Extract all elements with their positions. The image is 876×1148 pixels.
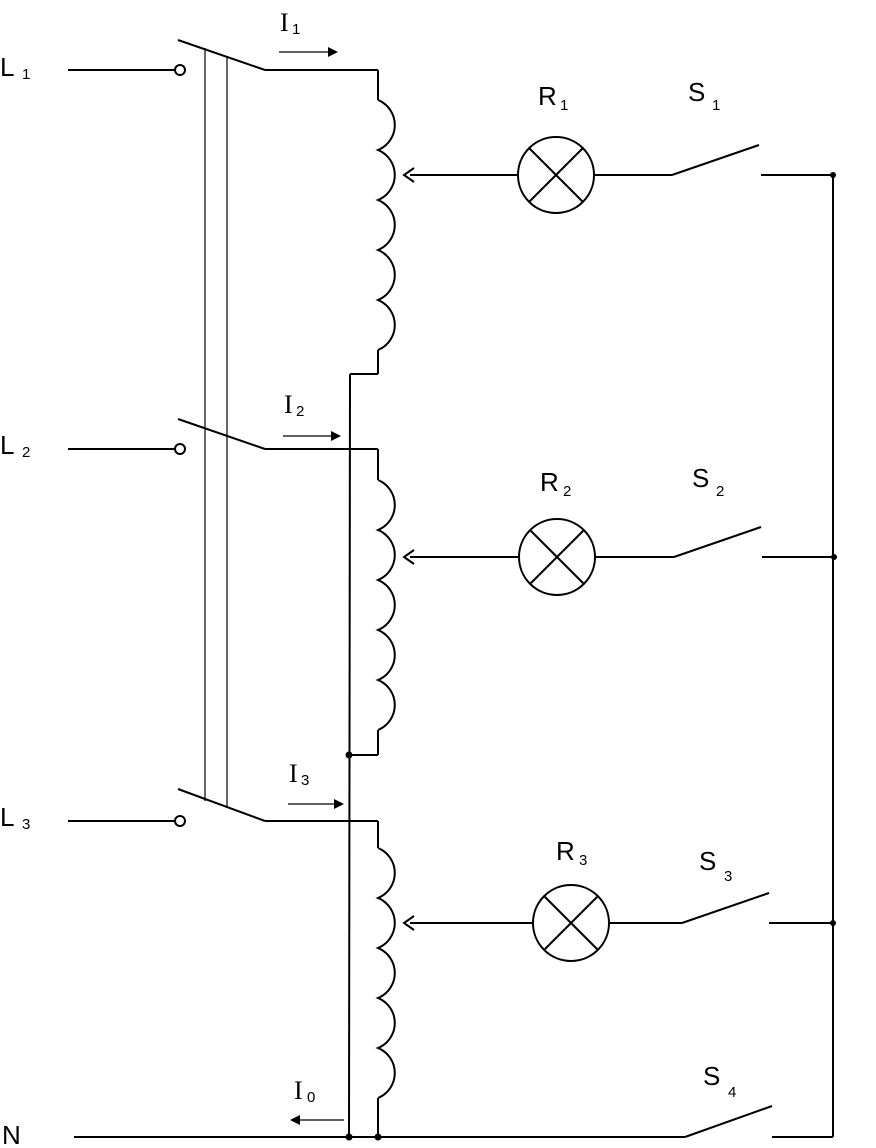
lamp-r3 xyxy=(532,884,610,962)
label-l1: L xyxy=(0,52,14,82)
label-r3-subscript: 3 xyxy=(579,852,587,869)
label-r1-subscript: 1 xyxy=(560,97,568,114)
main-switch-blade-2 xyxy=(177,418,266,450)
junction-node xyxy=(345,1133,353,1141)
switch-s2 xyxy=(673,526,834,558)
three-pole-main-switch xyxy=(177,39,266,822)
lamp-r1 xyxy=(517,136,595,214)
autotransformer-coil-2 xyxy=(349,449,396,756)
switch-labels: S 1 S 2 S 3 S 4 xyxy=(688,77,736,1101)
label-l2-subscript: 2 xyxy=(22,444,30,461)
main-switch-blade-1 xyxy=(177,39,266,71)
junction-node xyxy=(831,554,837,560)
label-i3-subscript: 3 xyxy=(301,772,309,789)
junction-node xyxy=(345,751,353,759)
label-r2-subscript: 2 xyxy=(563,483,571,500)
label-i1: I xyxy=(280,8,289,37)
switch-s1 xyxy=(671,144,833,176)
label-s1-subscript: 1 xyxy=(712,97,720,114)
l1-terminal xyxy=(174,64,186,76)
coil-taps xyxy=(402,167,533,931)
label-s4: S xyxy=(703,1061,720,1091)
switch-s3 xyxy=(681,892,833,924)
main-switch-blade-3 xyxy=(177,788,266,822)
label-r2: R xyxy=(540,467,559,497)
phase-feed-wires xyxy=(265,69,378,822)
label-i2: I xyxy=(284,390,293,419)
line-labels: L 1 L 2 L 3 N xyxy=(0,52,30,1148)
tap-arrow-1 xyxy=(402,167,415,183)
switch-s4 xyxy=(684,1105,833,1138)
label-l1-subscript: 1 xyxy=(22,66,30,83)
label-s2: S xyxy=(692,463,709,493)
current-labels: I 1 I 2 I 3 I 0 xyxy=(280,8,315,1106)
label-l3: L xyxy=(0,802,14,832)
tap-arrow-3 xyxy=(402,915,415,931)
l3-terminal xyxy=(174,815,186,827)
junction-node xyxy=(830,920,836,926)
tap-arrow-2 xyxy=(402,549,415,565)
label-l2: L xyxy=(0,430,14,460)
label-s3: S xyxy=(699,846,716,876)
label-r3: R xyxy=(556,836,575,866)
right-return-bus xyxy=(830,172,837,1137)
junction-node xyxy=(830,172,836,178)
label-l3-subscript: 3 xyxy=(22,816,30,833)
lamp-r2 xyxy=(518,518,596,596)
label-s2-subscript: 2 xyxy=(716,483,724,500)
lamp-labels: R 1 R 2 R 3 xyxy=(538,81,587,869)
label-r1: R xyxy=(538,81,557,111)
label-i1-subscript: 1 xyxy=(292,21,300,38)
lamp-switch-wires xyxy=(594,174,682,924)
junction-node xyxy=(374,1133,382,1141)
star-point-bus xyxy=(74,373,685,1141)
label-i0-subscript: 0 xyxy=(307,1089,315,1106)
label-s1: S xyxy=(688,77,705,107)
line-inputs xyxy=(68,64,186,827)
autotransformer-coil-3 xyxy=(375,821,396,1137)
label-s4-subscript: 4 xyxy=(728,1084,736,1101)
autotransformer-coil-1 xyxy=(350,70,396,375)
label-neutral: N xyxy=(2,1120,21,1148)
label-i0: I xyxy=(294,1076,303,1105)
label-i2-subscript: 2 xyxy=(296,403,304,420)
l2-terminal xyxy=(174,443,186,455)
current-arrows xyxy=(279,47,344,1125)
label-s3-subscript: 3 xyxy=(724,868,732,885)
label-i3: I xyxy=(289,759,298,788)
